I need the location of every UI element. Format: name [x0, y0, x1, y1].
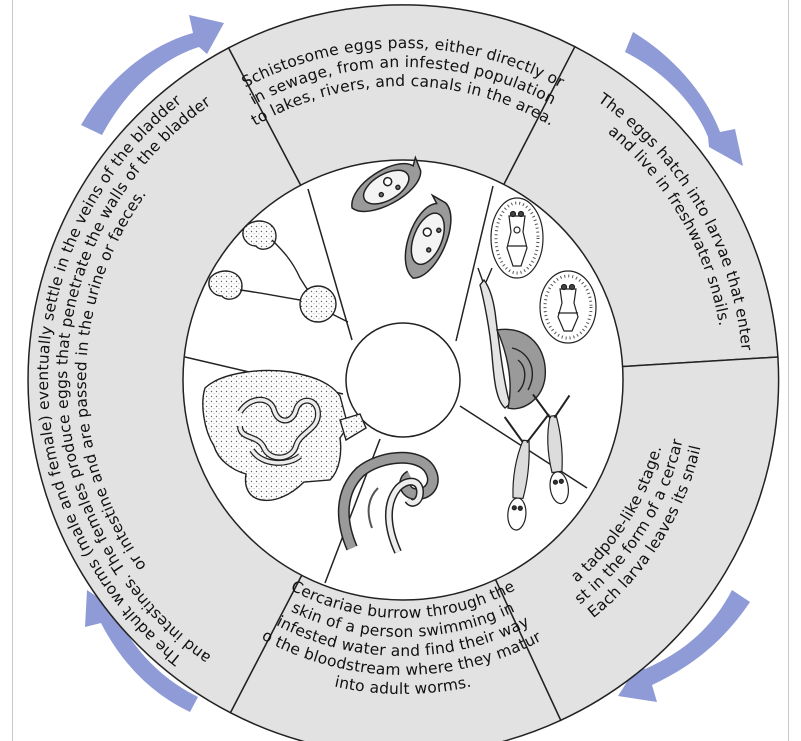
caption-eggs-hatch: The eggs hatch into larvae that enterand… [594, 89, 755, 352]
caption-eggs-pass: Schistosome eggs pass, either directly o… [239, 34, 568, 129]
caption-adult-worms: The adult worms (male and female) eventu… [34, 91, 214, 670]
